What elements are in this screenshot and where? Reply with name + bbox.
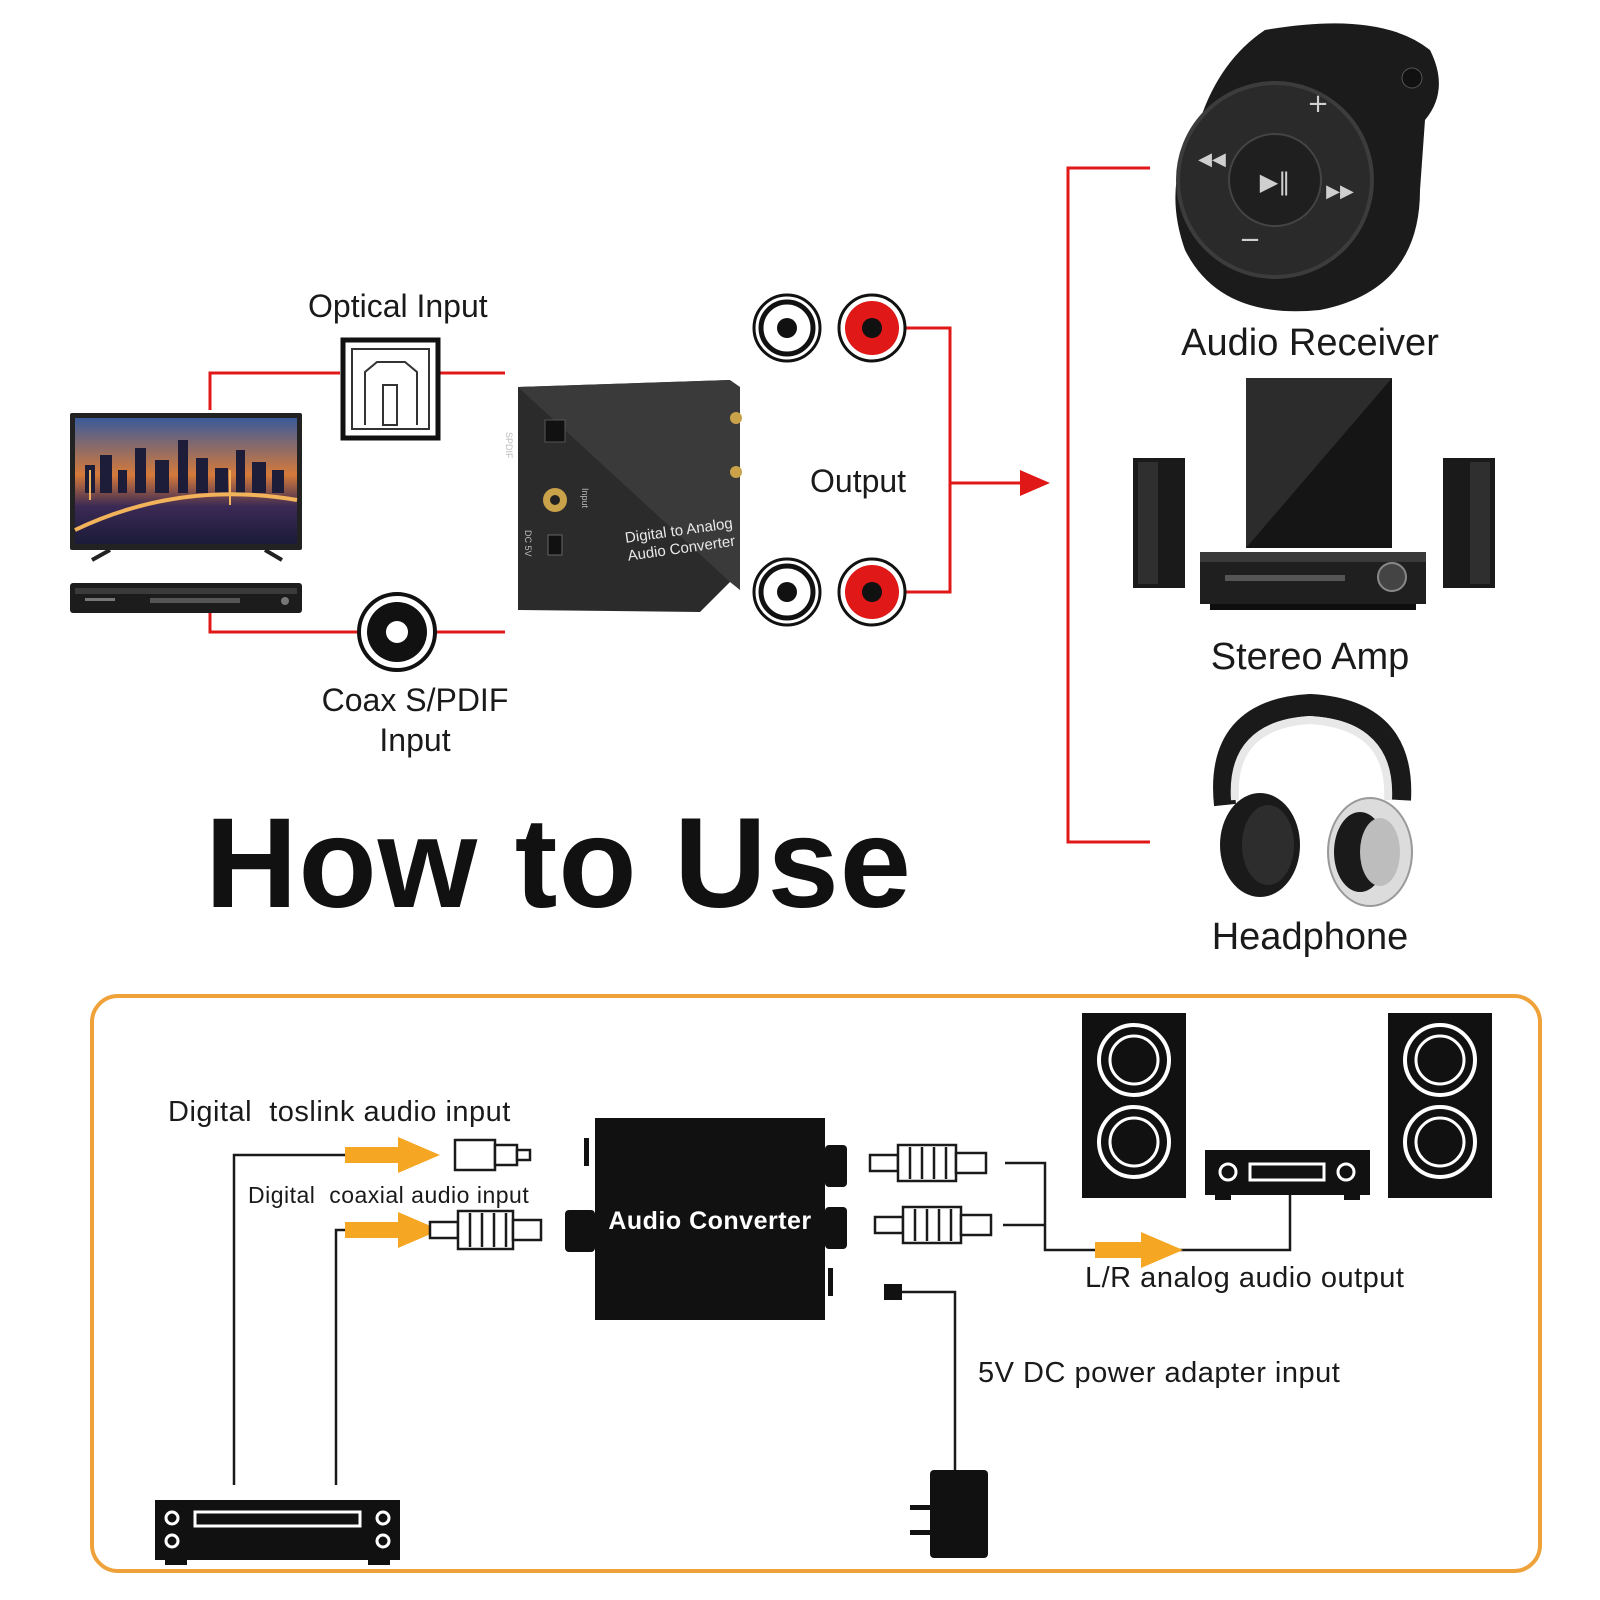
output-arrow-head xyxy=(1020,470,1050,496)
coaxial-input-label: Digital coaxial audio input xyxy=(248,1182,530,1208)
top-connection-lines xyxy=(208,166,1150,844)
source-device-icon xyxy=(155,1500,400,1565)
analog-output-arrow-icon xyxy=(1095,1232,1183,1268)
rca-left-top-icon xyxy=(752,293,822,363)
headphone-icon xyxy=(1213,693,1413,907)
audio-receiver-label: Audio Receiver xyxy=(1181,322,1439,364)
left-speaker-icon xyxy=(1082,1013,1186,1198)
svg-text:−: − xyxy=(1239,225,1261,255)
output-label: Output xyxy=(810,463,907,499)
coax-input-label-line2: Input xyxy=(379,722,451,758)
rca-right-bottom-icon xyxy=(837,557,907,627)
audio-converter-label: Audio Converter xyxy=(608,1207,812,1235)
power-input-label: 5V DC power adapter input xyxy=(978,1357,1341,1389)
analog-output-label: L/R analog audio output xyxy=(1085,1262,1405,1294)
coax-input-label-line1: Coax S/PDIF xyxy=(321,682,509,718)
svg-text:◀◀: ◀◀ xyxy=(1198,149,1226,170)
toslink-plug-icon xyxy=(453,1138,532,1172)
coax-port-icon xyxy=(357,592,437,672)
stereo-amp-icon xyxy=(1133,378,1495,610)
port-label-input: Input xyxy=(580,488,590,509)
port-label-dc: DC 5V xyxy=(523,530,533,557)
optical-input-label: Optical Input xyxy=(308,288,488,324)
rca-right-top-icon xyxy=(837,293,907,363)
power-adapter-icon xyxy=(884,1284,988,1558)
svg-text:+: + xyxy=(1307,89,1329,119)
amplifier-icon xyxy=(1205,1150,1370,1200)
bottom-frame xyxy=(90,994,1542,1573)
optical-port-icon xyxy=(340,337,441,441)
tv-icon xyxy=(70,413,302,562)
svg-text:▶▶: ▶▶ xyxy=(1326,181,1354,202)
stereo-amp-label: Stereo Amp xyxy=(1210,636,1410,678)
audio-converter-box xyxy=(565,1118,847,1320)
toslink-input-label: Digital toslink audio input xyxy=(168,1096,511,1128)
rca-plug-top-icon xyxy=(868,1143,988,1183)
converter-box-image xyxy=(518,380,742,612)
port-label-spdif: SPDIF xyxy=(504,432,514,459)
headphone-label: Headphone xyxy=(1211,916,1409,958)
rca-plug-bottom-icon xyxy=(873,1205,993,1245)
right-speaker-icon xyxy=(1388,1013,1492,1198)
coax-input-label: Coax S/PDIF Input xyxy=(300,680,530,760)
audio-receiver-icon: ▶‖ + − ◀◀ ▶▶ xyxy=(1175,23,1439,312)
rca-left-bottom-icon xyxy=(752,557,822,627)
svg-text:▶‖: ▶‖ xyxy=(1260,168,1290,196)
page-title: How to Use xyxy=(205,792,912,935)
toslink-arrow-icon xyxy=(345,1137,440,1173)
dvd-player-icon xyxy=(70,583,302,613)
coaxial-plug-icon xyxy=(428,1209,543,1251)
coaxial-arrow-icon xyxy=(345,1212,440,1248)
